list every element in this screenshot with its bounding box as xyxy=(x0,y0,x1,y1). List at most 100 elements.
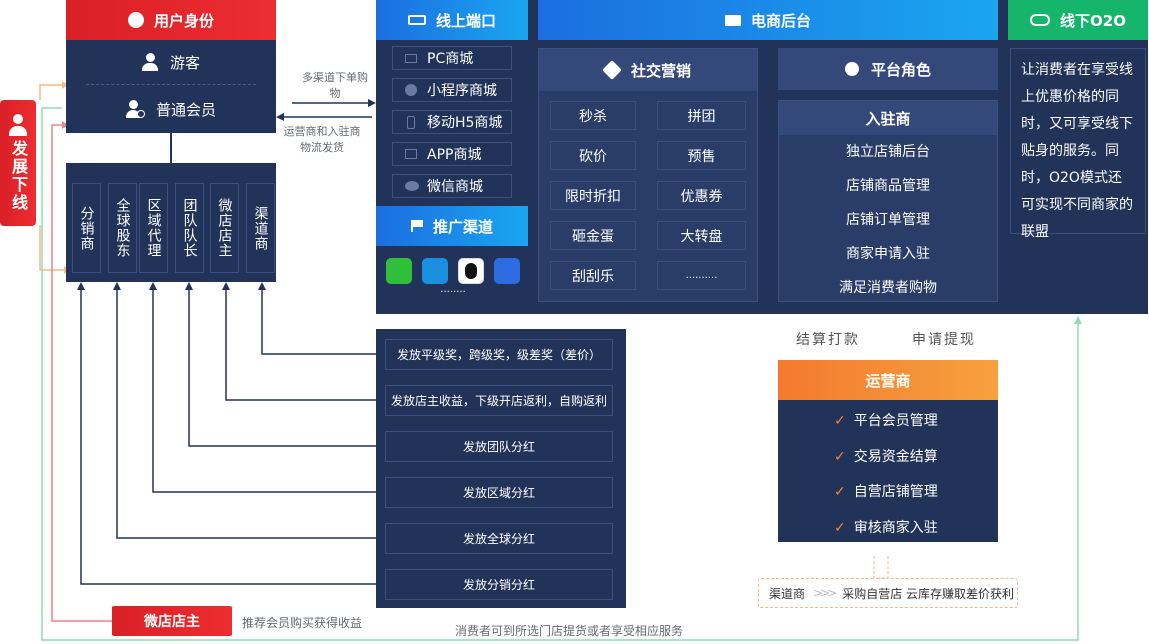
promo-bargain[interactable]: 砍价 xyxy=(550,141,636,170)
operator-ship-label: 运营商和入驻商物流发货 xyxy=(283,125,361,154)
port-wechat-label: 微信商城 xyxy=(427,179,483,195)
o2o-title: 线下O2O xyxy=(1060,11,1126,30)
online-ports-title: 线上端口 xyxy=(435,11,496,30)
keyboard-icon xyxy=(407,15,426,25)
port-miniprogram[interactable]: 小程序商城 xyxy=(392,78,512,102)
merchant-item: 满足消费者购物 xyxy=(839,280,937,296)
develop-downline-label: 发展下线 xyxy=(9,140,28,212)
flag-icon xyxy=(410,220,423,232)
award-level[interactable]: 发放平级奖，跨级奖，级差奖（差价） xyxy=(385,339,613,370)
port-pc[interactable]: PC商城 xyxy=(392,46,512,70)
promo-group-buy[interactable]: 拼团 xyxy=(657,101,746,130)
check-icon: ✓ xyxy=(834,413,846,429)
awards-panel xyxy=(376,329,626,608)
channels-panel: 分销商 全球股东 区域代理 团队队长 微店店主 渠道商 xyxy=(66,163,276,282)
social-marketing-panel: 社交营销 xyxy=(538,48,758,302)
app-icon xyxy=(405,149,417,159)
phone-icon xyxy=(407,115,415,129)
user-icon xyxy=(127,12,144,28)
award-distribution[interactable]: 发放分销分红 xyxy=(385,569,613,600)
channel-note-right: 采购自营店 云库存赚取差价获利 xyxy=(842,586,1015,601)
monitor-icon xyxy=(724,14,741,26)
operator-items: ✓平台会员管理 ✓交易资金结算 ✓自营店铺管理 ✓审核商家入驻 xyxy=(778,400,998,546)
member-row[interactable]: 普通会员 xyxy=(66,85,276,133)
award-store-owner[interactable]: 发放店主收益，下级开店返利，自购返利 xyxy=(385,385,613,416)
o2o-header: 线下O2O xyxy=(1008,0,1148,40)
operator-item: ✓自营店铺管理 xyxy=(834,484,938,500)
merchant-item: 独立店铺后台 xyxy=(846,144,930,160)
wechat-app-icon[interactable] xyxy=(386,258,412,284)
user-identity-title: 用户身份 xyxy=(153,11,214,30)
award-team[interactable]: 发放团队分红 xyxy=(385,431,613,462)
develop-downline-tab[interactable]: 发展下线 xyxy=(0,100,36,226)
merchant-items: 独立店铺后台 店铺商品管理 店铺订单管理 商家申请入驻 满足消费者购物 xyxy=(779,135,997,305)
baidu-app-icon[interactable] xyxy=(494,258,520,284)
merchant-title: 入驻商 xyxy=(779,101,997,135)
o2o-icon xyxy=(1030,14,1051,26)
promo-limited-discount[interactable]: 限时折扣 xyxy=(550,181,636,210)
multi-channel-label: 多渠道下单购物 xyxy=(302,71,368,100)
promo-presale[interactable]: 预售 xyxy=(657,141,746,170)
guest-label: 游客 xyxy=(169,53,200,72)
online-ports-header: 线上端口 xyxy=(376,0,528,40)
channel-weidian-owner[interactable]: 微店店主 xyxy=(210,183,239,273)
port-app-label: APP商城 xyxy=(427,147,482,163)
operator-item: ✓审核商家入驻 xyxy=(834,519,938,536)
promo-golden-egg[interactable]: 砸金蛋 xyxy=(550,221,636,250)
miniprogram-icon xyxy=(405,84,417,96)
port-pc-label: PC商城 xyxy=(427,51,474,67)
channel-note-left: 渠道商 xyxy=(769,586,806,601)
social-marketing-title: 社交营销 xyxy=(630,61,691,80)
award-region[interactable]: 发放区域分红 xyxy=(385,477,613,508)
port-h5[interactable]: 移动H5商城 xyxy=(392,110,512,134)
ecommerce-backend-header: 电商后台 xyxy=(538,0,998,40)
channel-global-shareholder[interactable]: 全球股东 xyxy=(108,183,137,273)
double-chevron-icon: >>> xyxy=(813,586,837,600)
port-h5-label: 移动H5商城 xyxy=(427,115,503,131)
member-label: 普通会员 xyxy=(155,100,216,119)
withdraw-label: 申请提现 xyxy=(912,332,976,348)
promo-seckill[interactable]: 秒杀 xyxy=(550,101,636,130)
promo-channels-header: 推广渠道 xyxy=(376,206,528,246)
promo-big-wheel[interactable]: 大转盘 xyxy=(657,221,746,250)
channel-distributor[interactable]: 分销商 xyxy=(72,183,101,273)
channel-note-box: 渠道商 >>> 采购自营店 云库存赚取差价获利 xyxy=(758,578,1018,608)
monitor-icon xyxy=(405,53,417,63)
check-icon: ✓ xyxy=(834,484,846,500)
settlement-label: 结算打款 xyxy=(796,332,860,348)
check-icon: ✓ xyxy=(834,448,846,465)
bottom-note: 消费者可到所选门店提货或者享受相应服务 xyxy=(455,624,684,638)
channel-channel-dealer[interactable]: 渠道商 xyxy=(246,183,275,273)
promo-coupon[interactable]: 优惠券 xyxy=(657,181,746,210)
person-icon xyxy=(9,114,27,136)
operator-item: ✓交易资金结算 xyxy=(834,448,938,465)
award-global[interactable]: 发放全球分红 xyxy=(385,523,613,554)
member-icon xyxy=(125,100,145,118)
channel-team-leader[interactable]: 团队队长 xyxy=(175,183,204,273)
ecommerce-backend-title: 电商后台 xyxy=(750,11,811,30)
operator-panel: 运营商 ✓平台会员管理 ✓交易资金结算 ✓自营店铺管理 ✓审核商家入驻 xyxy=(778,360,998,542)
online-ports-list: PC商城 小程序商城 移动H5商城 APP商城 微信商城 xyxy=(392,46,512,198)
channel-regional-agent[interactable]: 区域代理 xyxy=(139,183,168,273)
promo-icons-row xyxy=(386,258,521,284)
user-star-icon xyxy=(844,62,859,76)
social-marketing-header: 社交营销 xyxy=(539,49,757,91)
operator-item: ✓平台会员管理 xyxy=(834,413,938,429)
wechat-icon xyxy=(405,181,419,191)
o2o-desc: 让消费者在享受线上优惠价格的同时，又可享受线下贴身的服务。同时，O2O模式还可实… xyxy=(1010,48,1146,240)
verified-app-icon[interactable] xyxy=(422,258,448,284)
promo-more: ........ xyxy=(440,284,466,295)
merchant-item: 店铺商品管理 xyxy=(846,178,930,194)
merchant-panel: 入驻商 独立店铺后台 店铺商品管理 店铺订单管理 商家申请入驻 满足消费者购物 xyxy=(778,100,998,302)
promo-scratch-card[interactable]: 刮刮乐 xyxy=(550,261,636,290)
weidian-owner-button[interactable]: 微店店主 xyxy=(112,606,232,636)
promo-channels-title: 推广渠道 xyxy=(432,217,493,236)
port-app[interactable]: APP商城 xyxy=(392,142,512,166)
platform-roles-header: 平台角色 xyxy=(778,48,998,90)
qq-app-icon[interactable] xyxy=(458,258,484,284)
tag-icon xyxy=(602,60,622,80)
guest-row[interactable]: 游客 xyxy=(66,40,276,84)
weidian-owner-desc: 推荐会员购买获得收益 xyxy=(242,616,363,630)
port-wechat[interactable]: 微信商城 xyxy=(392,174,512,198)
